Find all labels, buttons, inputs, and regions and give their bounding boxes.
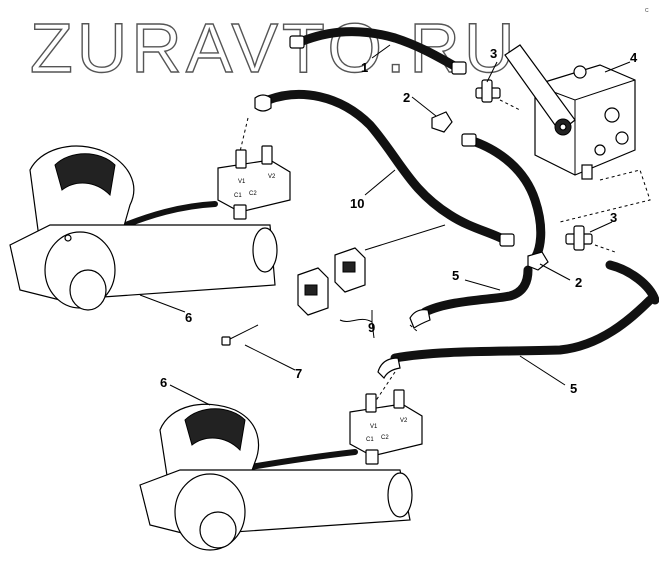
callout-3-upper: 3 <box>490 46 497 61</box>
callout-5-lower: 5 <box>570 381 577 396</box>
hose-5-upper <box>409 265 533 329</box>
leader-lines <box>139 44 631 406</box>
bolt <box>221 324 259 346</box>
dash-line <box>374 371 396 403</box>
callout-6-upper: 6 <box>185 310 192 325</box>
callout-1: 1 <box>361 60 368 75</box>
port-label-v2-lower: V2 <box>400 418 408 424</box>
cylinder-upper <box>9 145 278 311</box>
port-label-c2-lower: C2 <box>381 435 389 441</box>
callout-9: 9 <box>368 320 375 335</box>
callout-7: 7 <box>295 366 302 381</box>
cylinder-lower <box>139 403 413 551</box>
callout-2-right: 2 <box>575 275 582 290</box>
tee-fitting-lower <box>565 225 593 251</box>
hose-5-lower <box>377 260 659 380</box>
callout-10: 10 <box>350 196 364 211</box>
tee-fitting-upper <box>475 79 501 103</box>
dash-line <box>499 99 521 111</box>
port-label-v1: V1 <box>238 179 246 185</box>
hose-valve-to-elbow <box>461 133 546 263</box>
dash-line <box>409 324 419 333</box>
callout-5-upper: 5 <box>452 268 459 283</box>
port-label-c2: C2 <box>249 191 257 197</box>
port-label-v1-lower: V1 <box>370 424 378 430</box>
callout-2-left: 2 <box>403 90 410 105</box>
hose-cyl-lower <box>242 449 358 471</box>
clamp-pair <box>297 247 366 316</box>
hose-cyl-upper <box>115 201 218 231</box>
manifold-upper: V1 V2 C1 C2 <box>217 145 291 220</box>
elbow-fitting-right <box>527 251 549 271</box>
dash-line <box>237 117 249 161</box>
elbow-fitting-left <box>431 111 453 133</box>
port-label-c1-lower: C1 <box>366 437 374 443</box>
dash-line <box>559 169 651 223</box>
callout-3-lower: 3 <box>610 210 617 225</box>
dash-line <box>594 244 616 253</box>
corner-mark: C <box>645 8 649 14</box>
port-label-v2: V2 <box>268 174 276 180</box>
valve-block <box>504 44 636 180</box>
callout-4: 4 <box>630 50 638 65</box>
hose-10 <box>254 90 515 247</box>
hose-1 <box>289 27 467 75</box>
port-label-c1: C1 <box>234 193 242 199</box>
manifold-lower: V1 V2 C1 C2 <box>349 389 423 465</box>
callout-6-lower: 6 <box>160 375 167 390</box>
watermark-text: ZURAVTO.RU <box>30 9 519 87</box>
